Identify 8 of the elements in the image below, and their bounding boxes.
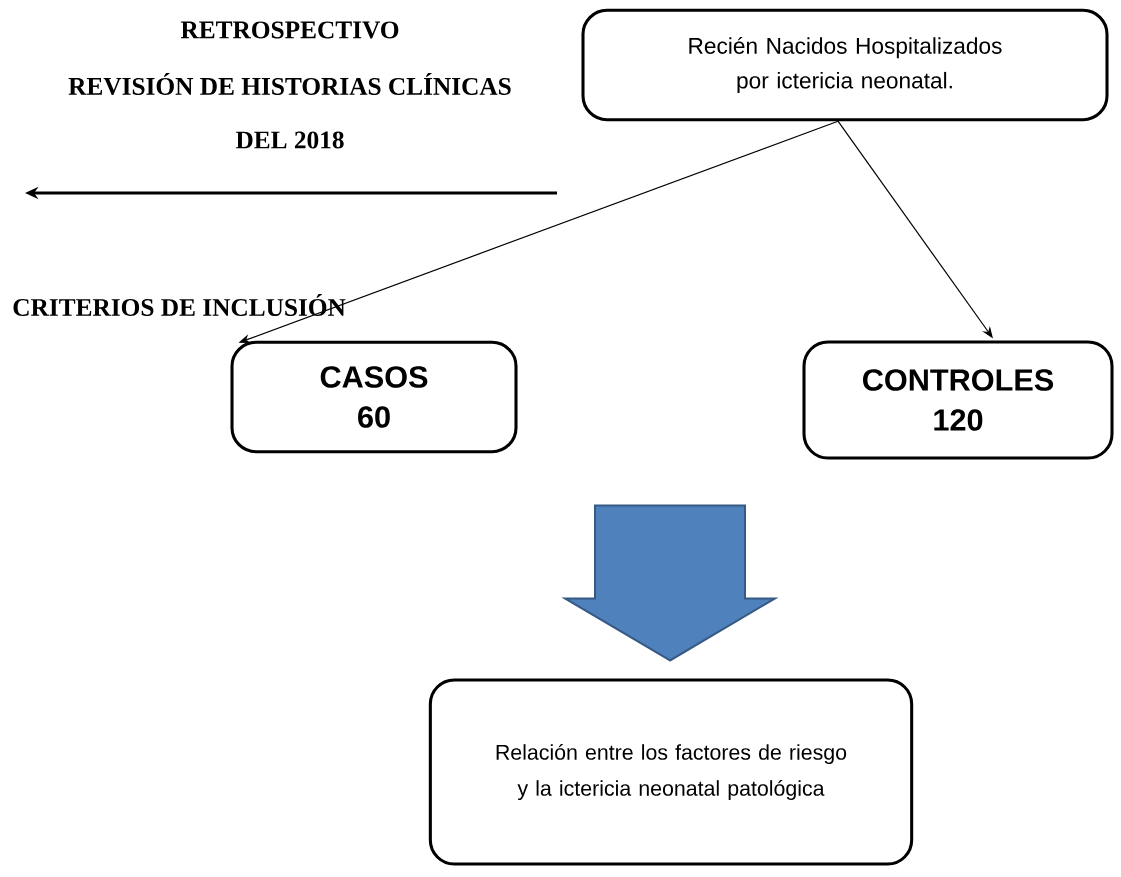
process-box: CONTROLES 120 [802, 340, 1114, 460]
process-box: CASOS 60 [230, 340, 518, 454]
heading-text: DEL 2018 [235, 131, 344, 149]
result-box: Relación entre los factores de riesgo y la ictericia neonatal patológica [428, 678, 914, 866]
heading-text: REVISIÓN DE HISTORIAS CLÍNICAS [68, 72, 511, 96]
heading-text: RETROSPECTIVO [180, 21, 399, 39]
process-box: Recién Nacidos Hospitalizados por ictericia neonatal. [581, 8, 1109, 122]
heading-text: CRITERIOS DE INCLUSIÓN [13, 294, 346, 316]
